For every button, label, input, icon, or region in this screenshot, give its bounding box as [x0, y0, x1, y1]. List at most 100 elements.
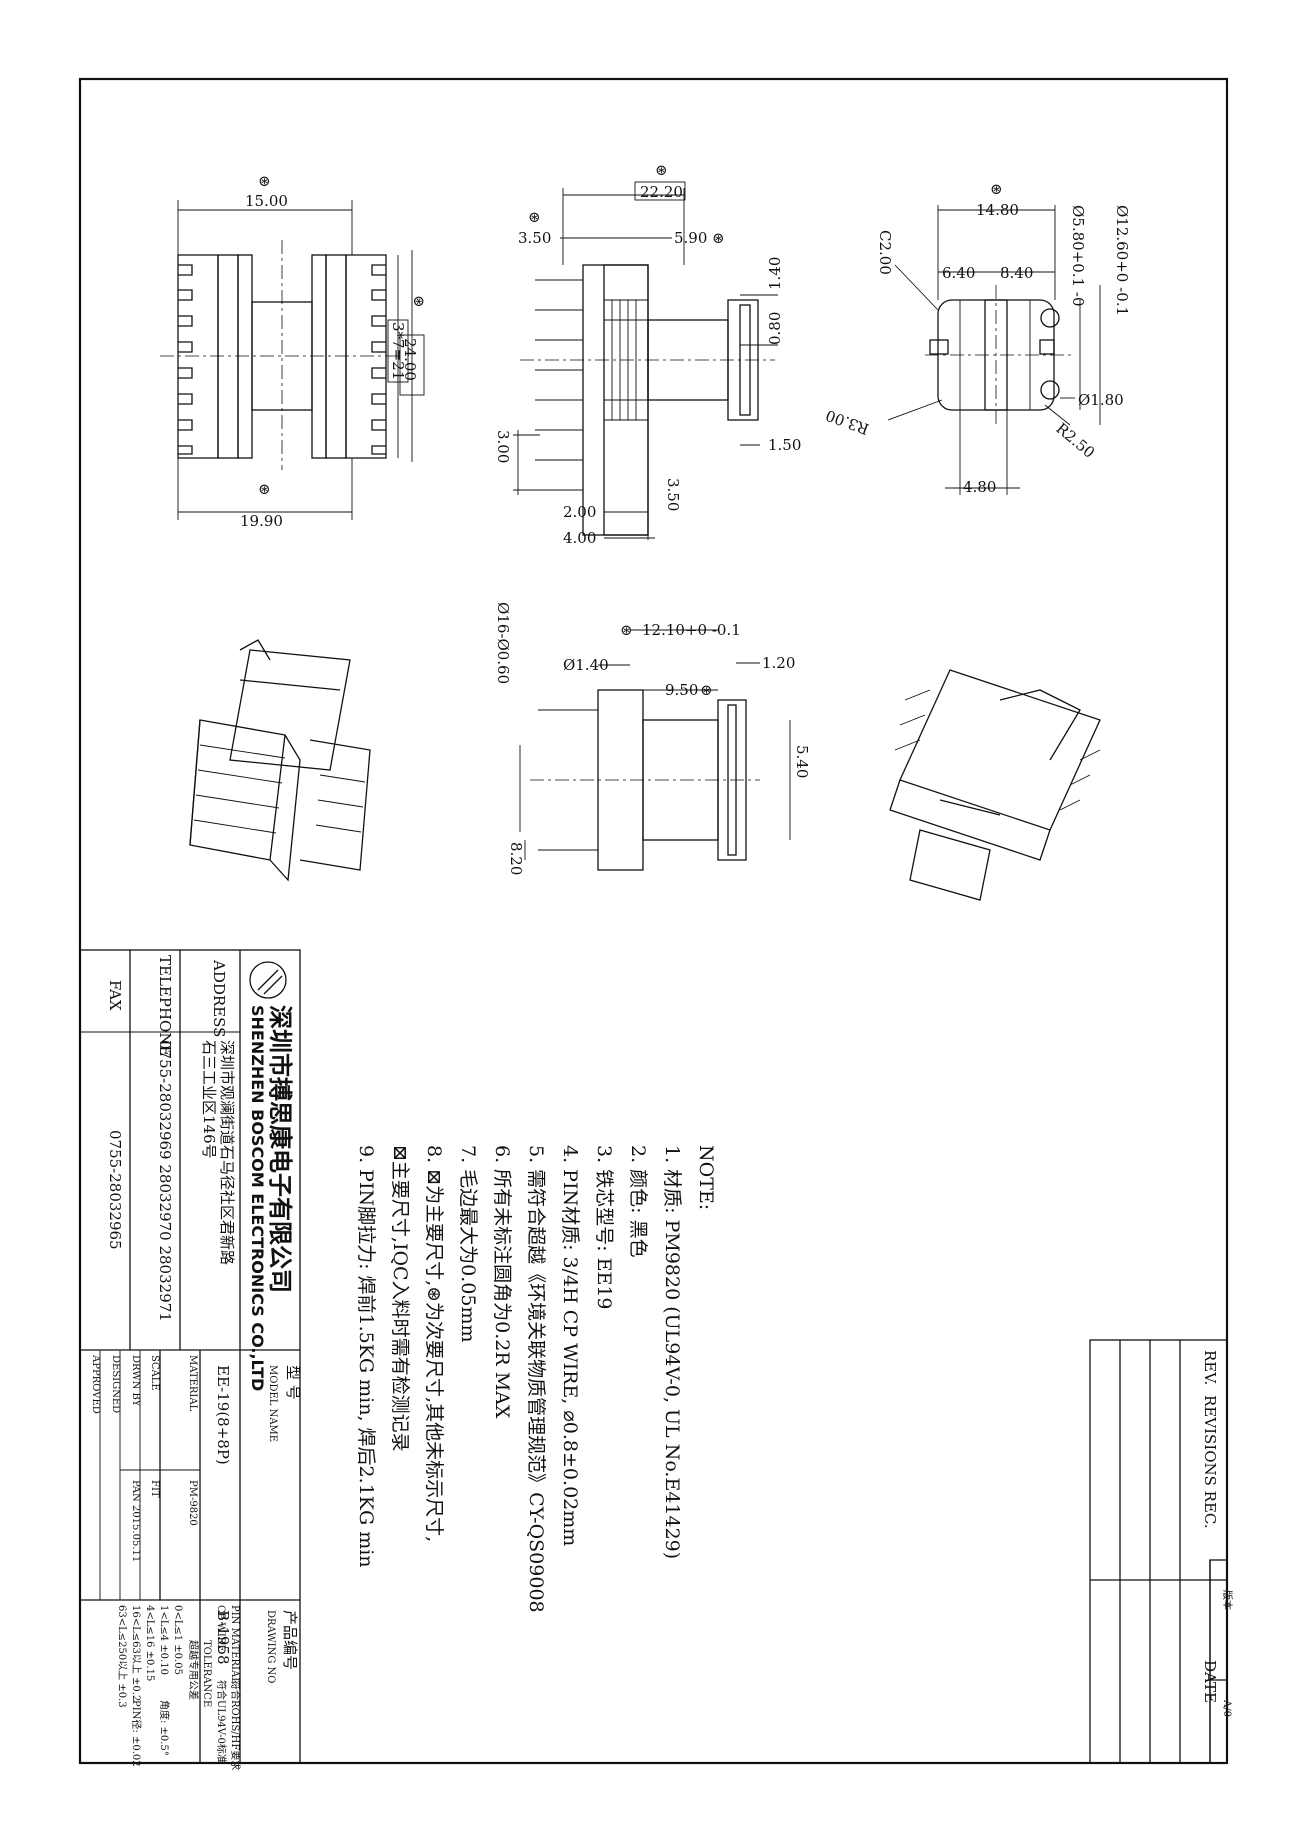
company-logo	[249, 961, 287, 999]
material-value: PM-9820	[187, 1480, 198, 1526]
top-view: 14.80 ⊛ 6.40 8.40 C2.00 Ø5.80+0.1 -0 Ø12…	[823, 180, 1131, 496]
drawn-by-value: PAN 2015.05.11	[130, 1480, 141, 1562]
dim-side-g: 3.50	[664, 478, 682, 511]
dim-top-j: 4.80	[963, 478, 996, 496]
svg-text:⊛: ⊛	[258, 480, 271, 498]
tolerance-row: PIN径: ±0.02	[130, 1700, 143, 1767]
note-item: 1. 材质: PM9820 (UL94V-0, UL No.E41429)	[661, 1145, 683, 1559]
model-value: EE-19(8+8P)	[214, 1365, 232, 1465]
tolerance-row: 63<L≤250以上 ±0.3	[116, 1605, 128, 1708]
svg-text:⊛: ⊛	[528, 208, 541, 226]
dim-top-a: 14.80	[976, 201, 1019, 219]
dim-top-b: 6.40	[942, 264, 975, 282]
tolerance-row: 角度: ±0.5°	[158, 1700, 171, 1756]
side-view: 22.20 ⊛ 3.50 ⊛ 5.90 ⊛ 1.40 0.80 3.00 1.5…	[494, 161, 801, 547]
tolerance-title: 超越专用公差	[187, 1640, 200, 1700]
approved-label: APPROVED	[90, 1354, 101, 1414]
dim-side-h: 2.00	[563, 503, 596, 521]
isometric-view-right	[889, 669, 1101, 901]
tolerance-row: 4<L≤16 ±0.15	[144, 1605, 155, 1681]
dim-bot-d: 1.20	[762, 654, 795, 672]
date-label: DATE	[1201, 1660, 1219, 1703]
cp-wire-value: 符合UL94V-0标准	[215, 1680, 228, 1764]
note-item: 8. ⊠为主要尺寸,⊛为次要尺寸,其他未标示尺寸,	[423, 1145, 445, 1542]
dim-top-g: Ø1.80	[1078, 391, 1124, 409]
dim-bot-f: 5.40	[793, 745, 811, 778]
drawing-number: B-1958	[214, 1610, 232, 1665]
designed-label: DESIGNED	[110, 1355, 121, 1413]
dim-top-i: R2.50	[1052, 419, 1098, 462]
model-label-en: MODEL NAME	[267, 1365, 278, 1442]
address-line1: 深圳市观澜街道石马径社区君新路	[218, 1040, 236, 1265]
drawing-label-en: DRAWING NO	[265, 1610, 276, 1683]
note-item: 3. 铁芯型号: EE19	[593, 1145, 615, 1310]
tolerance-row: 16<L≤63以上 ±0.2	[130, 1605, 142, 1701]
dim-top-c: 8.40	[1000, 264, 1033, 282]
dim-side-f: 1.50	[768, 436, 801, 454]
pin-material-value: 符合ROHS/HF要求	[229, 1680, 242, 1770]
notes-heading: NOTE:	[695, 1145, 717, 1210]
fax-label: FAX	[106, 980, 124, 1011]
note-item: 6. 所有未标注圆角为0.2R MAX	[491, 1145, 513, 1419]
dim-top-e: Ø5.80+0.1 -0	[1069, 205, 1087, 307]
tolerance-row: 1<L≤4 ±0.10	[158, 1605, 169, 1675]
revision-block: REV. REVISIONS REC. DATE 版本 A/0	[1089, 1339, 1234, 1764]
company-name-en: SHENZHEN BOSCOM ELECTRONICS CO.,LTD	[248, 1005, 267, 1391]
svg-text:⊛: ⊛	[258, 172, 271, 190]
model-label-cn: 型 号	[284, 1365, 302, 1400]
dim-front-bottom: 19.90	[240, 512, 283, 530]
note-item: 5. 需符合超越《环境关联物质管理规范》CY-QS09008	[525, 1145, 547, 1613]
dim-front-pitch: 3*7=21	[389, 322, 407, 380]
title-block: 深圳市搏思康电子有限公司 SHENZHEN BOSCOM ELECTRONICS…	[79, 949, 302, 1770]
scale-label: SCALE	[149, 1355, 160, 1391]
company-name-cn: 深圳市搏思康电子有限公司	[266, 1005, 295, 1293]
front-view: 15.00 ⊛ 19.90 ⊛ 3*7=21 24.00 ⊛	[160, 172, 428, 530]
svg-text:⊛: ⊛	[700, 681, 713, 699]
dim-bot-a: Ø16-Ø0.60	[494, 602, 512, 684]
dim-side-d: 0.80	[766, 312, 784, 345]
dim-bot-c: Ø1.40	[563, 656, 609, 674]
bottom-view: Ø16-Ø0.60 12.10+0 -0.1 ⊛ Ø1.40 1.20 9.50…	[494, 602, 811, 875]
telephone-value: 0755-28032969 28032970 28032971	[156, 1040, 174, 1322]
dim-bot-e: 9.50	[665, 681, 698, 699]
dim-side-i: 4.00	[563, 529, 596, 547]
revisions-label: REVISIONS REC.	[1201, 1395, 1219, 1529]
cp-wire-label: CP WIRE	[215, 1605, 226, 1652]
dim-bot-g: 8.20	[507, 842, 525, 875]
fax-value: 0755-28032965	[106, 1130, 124, 1250]
drawn-by-label: DRWN BY	[130, 1355, 141, 1407]
tolerance-row: 0<L≤1 ±0.05	[172, 1605, 183, 1675]
dim-side-total: 22.20	[640, 183, 683, 201]
svg-text:⊛: ⊛	[990, 180, 1003, 198]
svg-text:⊛: ⊛	[410, 295, 428, 308]
dim-top-f: Ø12.60+0 -0.1	[1113, 205, 1131, 316]
svg-text:⊛: ⊛	[620, 621, 633, 639]
pin-material-label: PIN MATERIAL:	[229, 1605, 240, 1687]
svg-text:⊛: ⊛	[655, 161, 668, 179]
note-item: ⊠主要尺寸,IQC入料时需有检测记录	[389, 1145, 411, 1452]
telephone-label: TELEPHONE	[156, 955, 174, 1056]
dim-front-height: 24.00	[401, 338, 419, 381]
dim-side-a: 3.50	[518, 229, 551, 247]
dim-front-top: 15.00	[245, 192, 288, 210]
notes-block: NOTE: 1. 材质: PM9820 (UL94V-0, UL No.E414…	[355, 1145, 717, 1613]
dim-top-d: C2.00	[876, 230, 894, 275]
dim-side-e: 3.00	[494, 430, 512, 463]
rev-label: REV.	[1201, 1350, 1219, 1385]
dim-top-h: R3.00	[823, 406, 871, 438]
address-label: ADDRESS	[210, 959, 228, 1037]
version-value: A/0	[1221, 1699, 1232, 1717]
note-item: 4. PIN材质: 3/4H CP WIRE, ⌀0.8±0.02mm	[559, 1145, 581, 1546]
dim-bot-b: 12.10+0 -0.1	[642, 621, 741, 639]
note-item: 7. 毛边最大为0.05mm	[457, 1145, 479, 1343]
note-item: 2. 颜色: 黑色	[627, 1145, 649, 1258]
scale-value: FIT	[149, 1480, 160, 1498]
isometric-view-left	[189, 639, 371, 882]
dim-side-c: 1.40	[766, 257, 784, 290]
svg-text:⊛: ⊛	[712, 229, 725, 247]
note-item: 9. PIN脚拉力: 焊前1.5KG min, 焊后2.1KG min	[355, 1145, 377, 1568]
dim-side-b: 5.90	[674, 229, 707, 247]
address-line2: 石三工业区146号	[200, 1040, 218, 1159]
tolerance-label: TOLERANCE	[201, 1640, 212, 1707]
